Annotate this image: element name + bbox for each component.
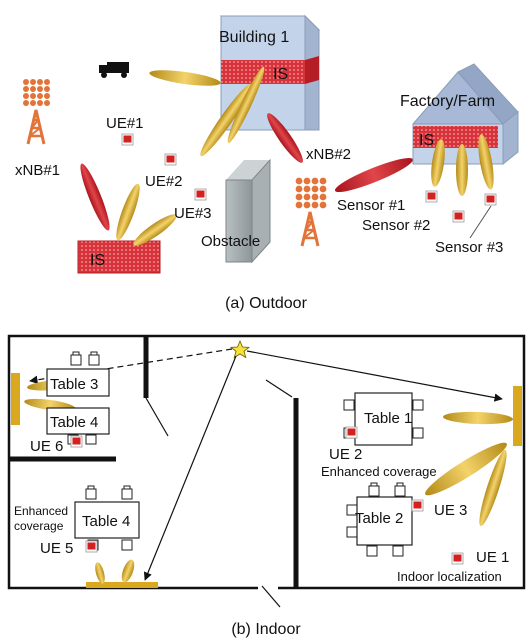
table2-label: Table 2 (355, 510, 403, 527)
is-panel-bottom (77, 240, 161, 274)
ue6-label: UE 6 (30, 438, 63, 455)
truck-icon (99, 62, 129, 78)
table4-lower-label: Table 4 (82, 513, 130, 530)
table-1 (343, 392, 424, 446)
table-3 (46, 351, 110, 397)
ue1-indoor-icon (451, 552, 464, 565)
outdoor-scene: Building 1 IS Obstacle xNB#1 IS (15, 14, 519, 312)
is-panel-right (513, 386, 522, 446)
beam-xnb2 (334, 157, 414, 193)
ue6-icon (70, 435, 83, 448)
beam-building-xnb2 (267, 113, 303, 163)
ue3-indoor-label: UE 3 (434, 502, 467, 519)
sensor2-label: Sensor #2 (362, 217, 430, 234)
xnb2-label: xNB#2 (306, 146, 351, 163)
ue1-indoor-label: UE 1 (476, 549, 509, 566)
is-label-bottom: IS (90, 252, 105, 269)
beam-right-b (425, 442, 507, 496)
ue1-label: UE#1 (106, 115, 144, 132)
outdoor-caption: (a) Outdoor (225, 295, 307, 312)
xnb1-label: xNB#1 (15, 162, 60, 179)
beam-right-a (443, 411, 513, 425)
xnb1-tower (23, 79, 50, 146)
beam-bottom-a (95, 562, 105, 584)
beam-is-b (133, 214, 177, 246)
door-swing-left (145, 397, 169, 437)
enhanced-coverage-right: Enhanced coverage (321, 464, 437, 479)
door-swing-center (265, 379, 293, 398)
building-label: Building 1 (219, 29, 289, 46)
indoor-caption: (b) Indoor (231, 621, 301, 638)
ue5-icon (85, 540, 98, 553)
is-label-building: IS (273, 66, 288, 83)
ue2-indoor-label: UE 2 (329, 446, 362, 463)
factory-label: Factory/Farm (400, 93, 495, 110)
ue2-indoor-icon (345, 426, 358, 439)
beam-factory-b (456, 144, 468, 196)
sensor1-label: Sensor #1 (337, 197, 405, 214)
enhanced-coverage-left-line1: Enhanced (14, 504, 68, 518)
sensor1-icon (425, 190, 438, 203)
door-swing (261, 585, 281, 608)
beam-factory-a (431, 139, 445, 187)
is-label-factory: IS (419, 132, 434, 149)
enhanced-coverage-left-line2: coverage (14, 519, 64, 533)
obstacle-label: Obstacle (201, 233, 260, 250)
sensor3-label: Sensor #3 (435, 239, 503, 256)
beam-right-c (479, 449, 507, 527)
beam-building-a (200, 83, 252, 157)
obstacle (225, 158, 271, 264)
factory-farm (411, 63, 519, 166)
is-panel-left (11, 373, 20, 425)
table3-label: Table 3 (50, 376, 98, 393)
beam-xnb1 (80, 163, 110, 231)
sensor3-icon (484, 193, 497, 206)
arrow-to-bottom-is (143, 355, 237, 581)
beam-factory-c (478, 134, 494, 190)
beam-is-a (116, 183, 140, 241)
table-2 (346, 482, 413, 557)
ue5-label: UE 5 (40, 540, 73, 557)
ue2-icon (164, 153, 177, 166)
ue1-icon (121, 133, 134, 146)
ue3-icon (194, 188, 207, 201)
is-panel-bottom-indoor (86, 582, 158, 588)
beam-bottom-b (121, 559, 135, 583)
star-transmitter-icon (229, 339, 251, 359)
sensor2-icon (452, 210, 465, 223)
arrow-to-right-is (246, 350, 503, 402)
xnb2-tower (295, 177, 327, 248)
indoor-scene: Table 3 Table 4 UE 6 Table 4 Enhanced co… (7, 334, 526, 638)
ue3-label: UE#3 (174, 205, 212, 222)
beam-truck (149, 70, 221, 86)
indoor-localization-label: Indoor localization (397, 569, 502, 584)
table1-label: Table 1 (364, 410, 412, 427)
sensor3-pointer (469, 205, 492, 239)
beam-building-b (227, 66, 265, 144)
table4-upper-label: Table 4 (50, 414, 98, 431)
ue3-indoor-icon (411, 499, 424, 512)
ue2-label: UE#2 (145, 173, 183, 190)
